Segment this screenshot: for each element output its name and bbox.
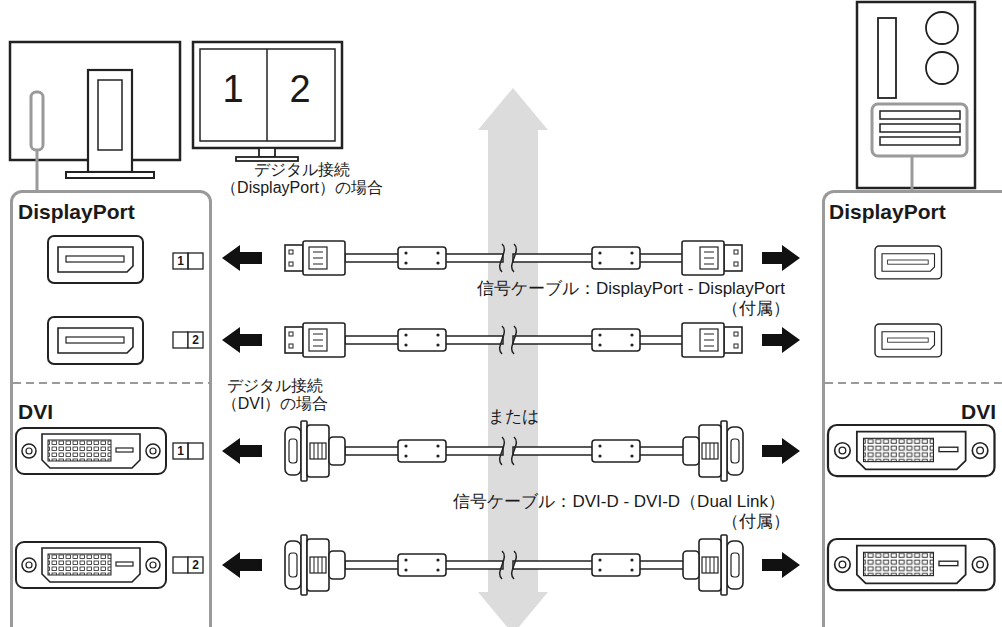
cable-note: （付属） (722, 512, 790, 532)
port-heading: DVI (961, 400, 996, 423)
connection-note: デジタル接続 （DisplayPort）の場合 (212, 161, 392, 198)
cable-label: 信号ケーブル：DisplayPort - DisplayPort (477, 279, 785, 299)
port-heading: DisplayPort (18, 200, 135, 223)
port-heading: DVI (18, 400, 53, 423)
connector-panel: DisplayPortDVI (822, 190, 1002, 627)
screen-number: 1 (222, 68, 243, 112)
cable-note: （付属） (722, 299, 790, 319)
port-number: 2 (192, 332, 199, 348)
connection-note: デジタル接続 （DVI）の場合 (205, 377, 345, 414)
port-number: 2 (192, 557, 199, 573)
screen-number: 2 (289, 68, 310, 112)
port-number: 1 (177, 443, 184, 459)
cable-label: 信号ケーブル：DVI-D - DVI-D（Dual Link） (453, 492, 785, 512)
port-number: 1 (177, 253, 184, 269)
port-heading: DisplayPort (829, 200, 946, 223)
alternative-note: または (488, 407, 539, 427)
